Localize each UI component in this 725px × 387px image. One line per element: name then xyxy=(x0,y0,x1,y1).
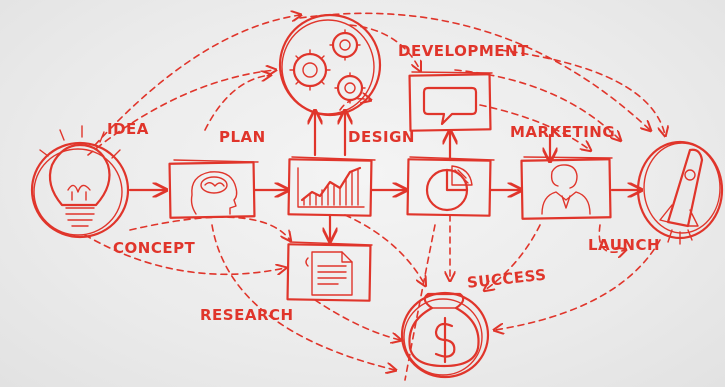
speech-bubble-icon xyxy=(408,71,493,132)
chart-icon xyxy=(287,156,376,217)
gears-icon xyxy=(278,13,382,117)
label-research: RESEARCH xyxy=(200,306,294,324)
label-development: DEVELOPMENT xyxy=(398,42,529,60)
label-success: SUCCESS xyxy=(466,266,547,292)
head-brain-icon xyxy=(168,159,259,219)
document-icon xyxy=(286,241,373,302)
label-concept: CONCEPT xyxy=(113,239,196,257)
label-launch: LAUNCH xyxy=(588,236,660,254)
lightbulb-icon xyxy=(30,125,130,239)
label-idea: IDEA xyxy=(107,120,149,138)
label-plan: PLAN xyxy=(219,128,266,146)
person-icon xyxy=(520,156,613,220)
money-bag-icon xyxy=(400,291,490,379)
label-marketing: MARKETING xyxy=(510,123,615,141)
dashed-connectors xyxy=(84,13,665,381)
solid-arrows xyxy=(128,112,640,240)
pie-chart-icon xyxy=(406,156,495,217)
rocket-icon xyxy=(636,140,724,245)
label-design: DESIGN xyxy=(348,128,415,146)
diagram-labels: IDEA PLAN DESIGN DEVELOPMENT MARKETING C… xyxy=(107,42,660,324)
